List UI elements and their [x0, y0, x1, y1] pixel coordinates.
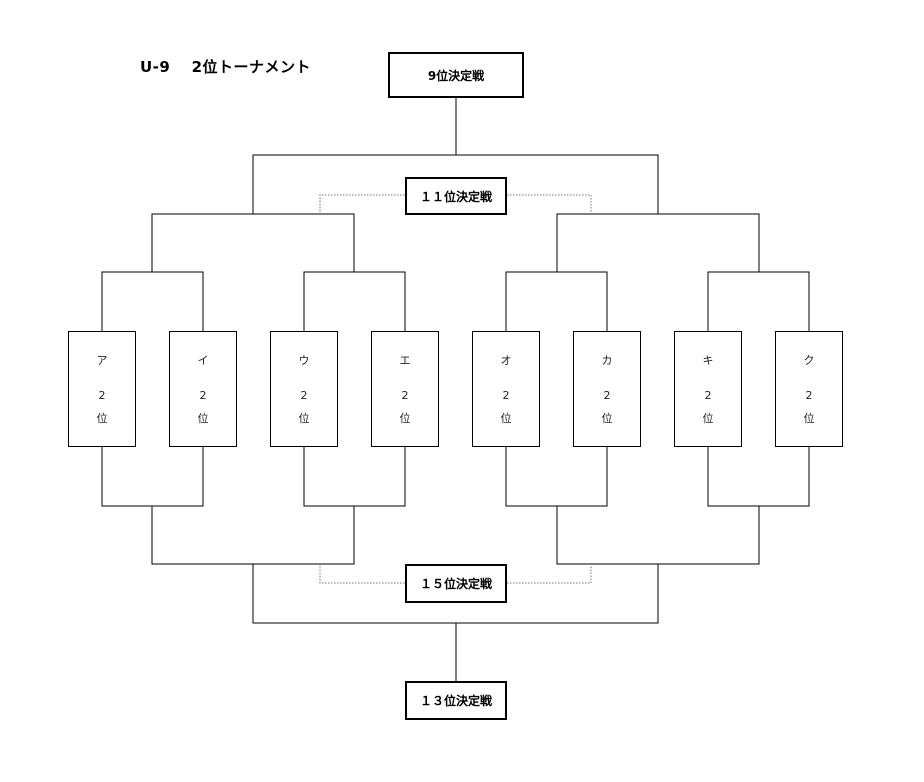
team-box: キ 2 位 [674, 331, 742, 447]
team-name: キ [702, 354, 714, 367]
team-rank: 2 [704, 389, 712, 402]
ninth-place-match-box: 9位決定戦 [388, 52, 524, 98]
bracket-line-top-r1-oka [505, 271, 608, 331]
bracket-line-bottom-r1-ai [101, 447, 204, 507]
dotted-line-15th-left [319, 564, 405, 584]
team-rank-unit: 位 [601, 412, 613, 425]
bracket-line-top-r1-ai [101, 271, 204, 331]
fifteenth-place-match-box: １５位決定戦 [405, 564, 507, 603]
team-rank-unit: 位 [399, 412, 411, 425]
bracket-line-top-r2-left [151, 213, 355, 272]
team-name: ア [96, 354, 108, 367]
team-rank-unit: 位 [702, 412, 714, 425]
team-rank: 2 [300, 389, 308, 402]
dotted-line-15th-right [507, 564, 592, 584]
team-rank-unit: 位 [298, 412, 310, 425]
team-box: ア 2 位 [68, 331, 136, 447]
team-rank: 2 [98, 389, 106, 402]
bracket-line-top-r2-right [556, 213, 760, 272]
team-rank: 2 [603, 389, 611, 402]
team-rank: 2 [805, 389, 813, 402]
bracket-line-bottom-r1-oka [505, 447, 608, 507]
team-name: エ [399, 354, 411, 367]
bracket-line-bottom-r1-kiku [707, 447, 810, 507]
team-name: ウ [298, 354, 310, 367]
bracket-line-bottom-r2-right [556, 506, 760, 565]
team-box: イ 2 位 [169, 331, 237, 447]
team-rank-unit: 位 [96, 412, 108, 425]
team-name: カ [601, 354, 613, 367]
team-box: ク 2 位 [775, 331, 843, 447]
team-box: ウ 2 位 [270, 331, 338, 447]
bracket-line-top-r1-ue [303, 271, 406, 331]
team-box: エ 2 位 [371, 331, 439, 447]
team-name: オ [500, 354, 512, 367]
team-name: イ [197, 354, 209, 367]
team-box: カ 2 位 [573, 331, 641, 447]
team-rank: 2 [199, 389, 207, 402]
dotted-line-11th-right [507, 194, 592, 214]
dotted-line-11th-left [319, 194, 405, 214]
bracket-line-top-r1-kiku [707, 271, 810, 331]
team-rank: 2 [401, 389, 409, 402]
team-rank-unit: 位 [803, 412, 815, 425]
team-box: オ 2 位 [472, 331, 540, 447]
page-title: U-9 2位トーナメント [140, 58, 312, 76]
team-name: ク [803, 354, 815, 367]
bracket-line-bottom-r1-ue [303, 447, 406, 507]
team-rank-unit: 位 [197, 412, 209, 425]
bracket-line-bottom-r2-left [151, 506, 355, 565]
team-rank: 2 [502, 389, 510, 402]
team-rank-unit: 位 [500, 412, 512, 425]
eleventh-place-match-box: １１位決定戦 [405, 177, 507, 215]
thirteenth-place-match-box: １３位決定戦 [405, 681, 507, 720]
